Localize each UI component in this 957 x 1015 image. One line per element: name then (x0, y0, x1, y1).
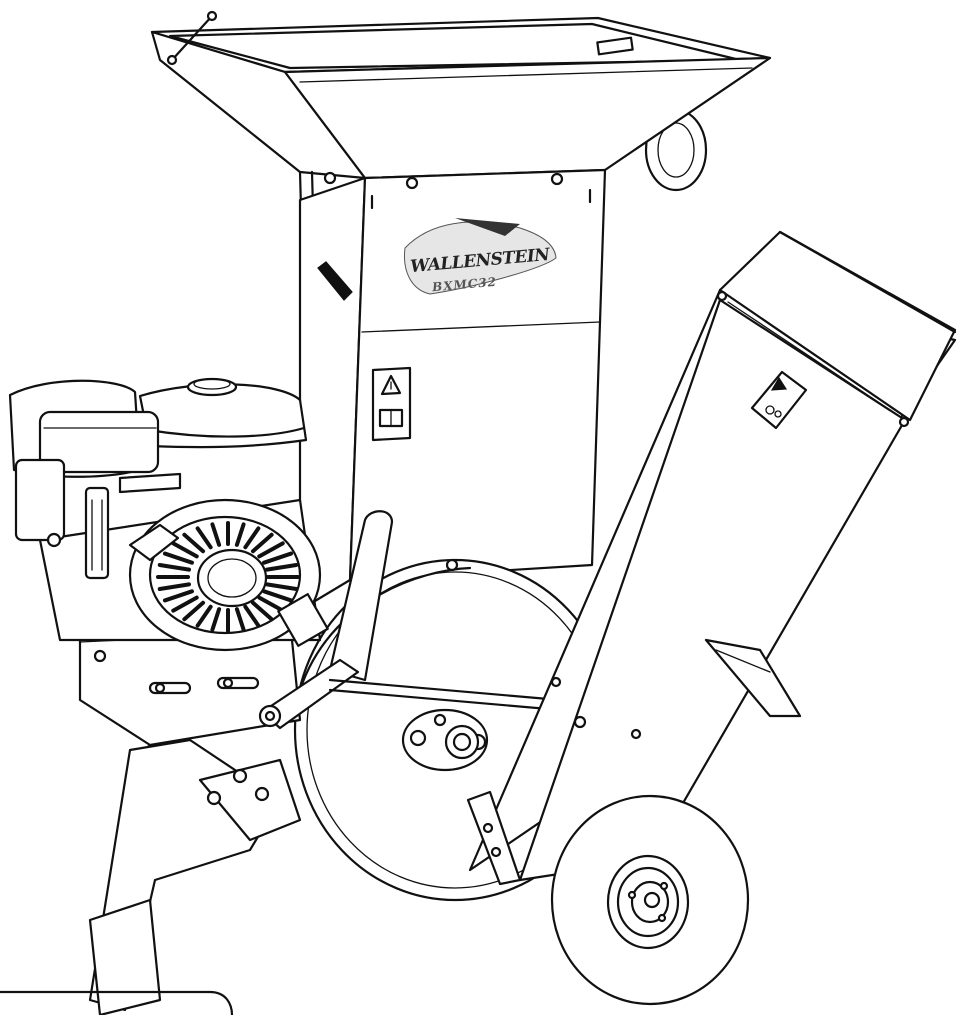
callout-border (0, 990, 234, 1015)
leg-foot (88, 898, 162, 1015)
carburetor (14, 458, 66, 542)
cooling-fin (157, 582, 192, 592)
cooling-fin (262, 551, 294, 565)
tension-arm (258, 510, 562, 730)
chute-foot-bracket (466, 790, 522, 886)
cooling-fin (210, 522, 222, 547)
side-grip (317, 261, 353, 301)
cooling-fin (182, 532, 206, 554)
engine (8, 377, 322, 757)
cooling-fin (157, 562, 192, 572)
cooling-fin (250, 600, 274, 622)
cooling-fin (162, 551, 194, 565)
front-leg (88, 738, 302, 1015)
cooling-fin (250, 532, 274, 554)
discharge-chute (466, 230, 957, 886)
wheel (550, 794, 750, 1006)
recoil-starter (128, 498, 322, 652)
hopper (150, 10, 772, 247)
logo-model: BXMC32 (431, 275, 498, 295)
cooling-fin (264, 562, 299, 572)
cooling-fin (195, 604, 213, 628)
belt-guard-line (328, 678, 562, 702)
cooling-fin (182, 600, 206, 622)
cooling-fin (243, 604, 261, 628)
brand-logo: WALLENSTEIN BXMC32 (403, 218, 557, 295)
starter-handle (128, 523, 180, 562)
right-bracket (704, 638, 802, 718)
cooling-fin (171, 541, 199, 559)
chute-top-flange (718, 230, 957, 422)
cooling-fin (210, 607, 222, 632)
cooling-fin (243, 526, 261, 550)
cooling-fin (264, 582, 299, 592)
throttle-lever (118, 472, 182, 494)
cooling-fin (234, 522, 246, 547)
safety-pictogram-icon (770, 376, 788, 391)
cooling-fin (257, 541, 285, 559)
warning-triangle-icon (380, 374, 402, 396)
cooling-fin (171, 595, 199, 613)
tension-arm-handle (328, 510, 394, 682)
hopper-handle-bar (170, 14, 214, 62)
fuel-cap (186, 377, 238, 397)
cooling-fin (262, 589, 294, 603)
cooling-fin (162, 589, 194, 603)
cooling-fin (257, 595, 285, 613)
cooling-fin (234, 607, 246, 632)
chute-decal (750, 370, 808, 430)
warning-decal (371, 366, 412, 442)
cooling-fin (195, 526, 213, 550)
